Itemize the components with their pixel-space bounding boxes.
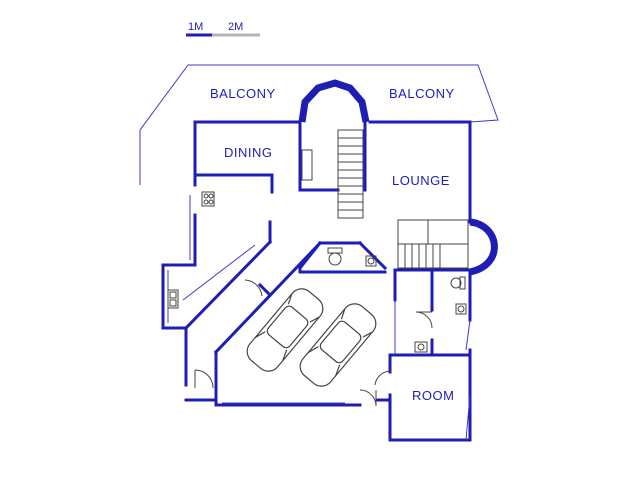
basin-icon (365, 255, 467, 353)
wall-fixture (301, 149, 313, 181)
stove-icon (201, 191, 215, 207)
room-label-balcony-right: BALCONY (389, 86, 455, 101)
balcony-outline (139, 64, 499, 185)
round-bay (469, 218, 498, 276)
scale-label-2m: 2M (228, 21, 244, 33)
walls-main (161, 120, 472, 442)
toilet-icon (327, 247, 343, 266)
door-swings (194, 279, 433, 407)
stairs-icon (337, 129, 469, 269)
walls-thin (167, 195, 471, 441)
room-label-lounge: LOUNGE (392, 173, 450, 188)
room-label-balcony-left: BALCONY (210, 86, 276, 101)
car-icon (299, 303, 377, 387)
toilet-icon (450, 276, 466, 290)
car-icon (246, 288, 324, 372)
room-label-room: ROOM (412, 388, 455, 403)
room-label-dining: DINING (224, 145, 273, 160)
sink-icon (167, 289, 179, 309)
bay-window (298, 79, 370, 123)
scale-label-1m: 1M (188, 21, 204, 33)
